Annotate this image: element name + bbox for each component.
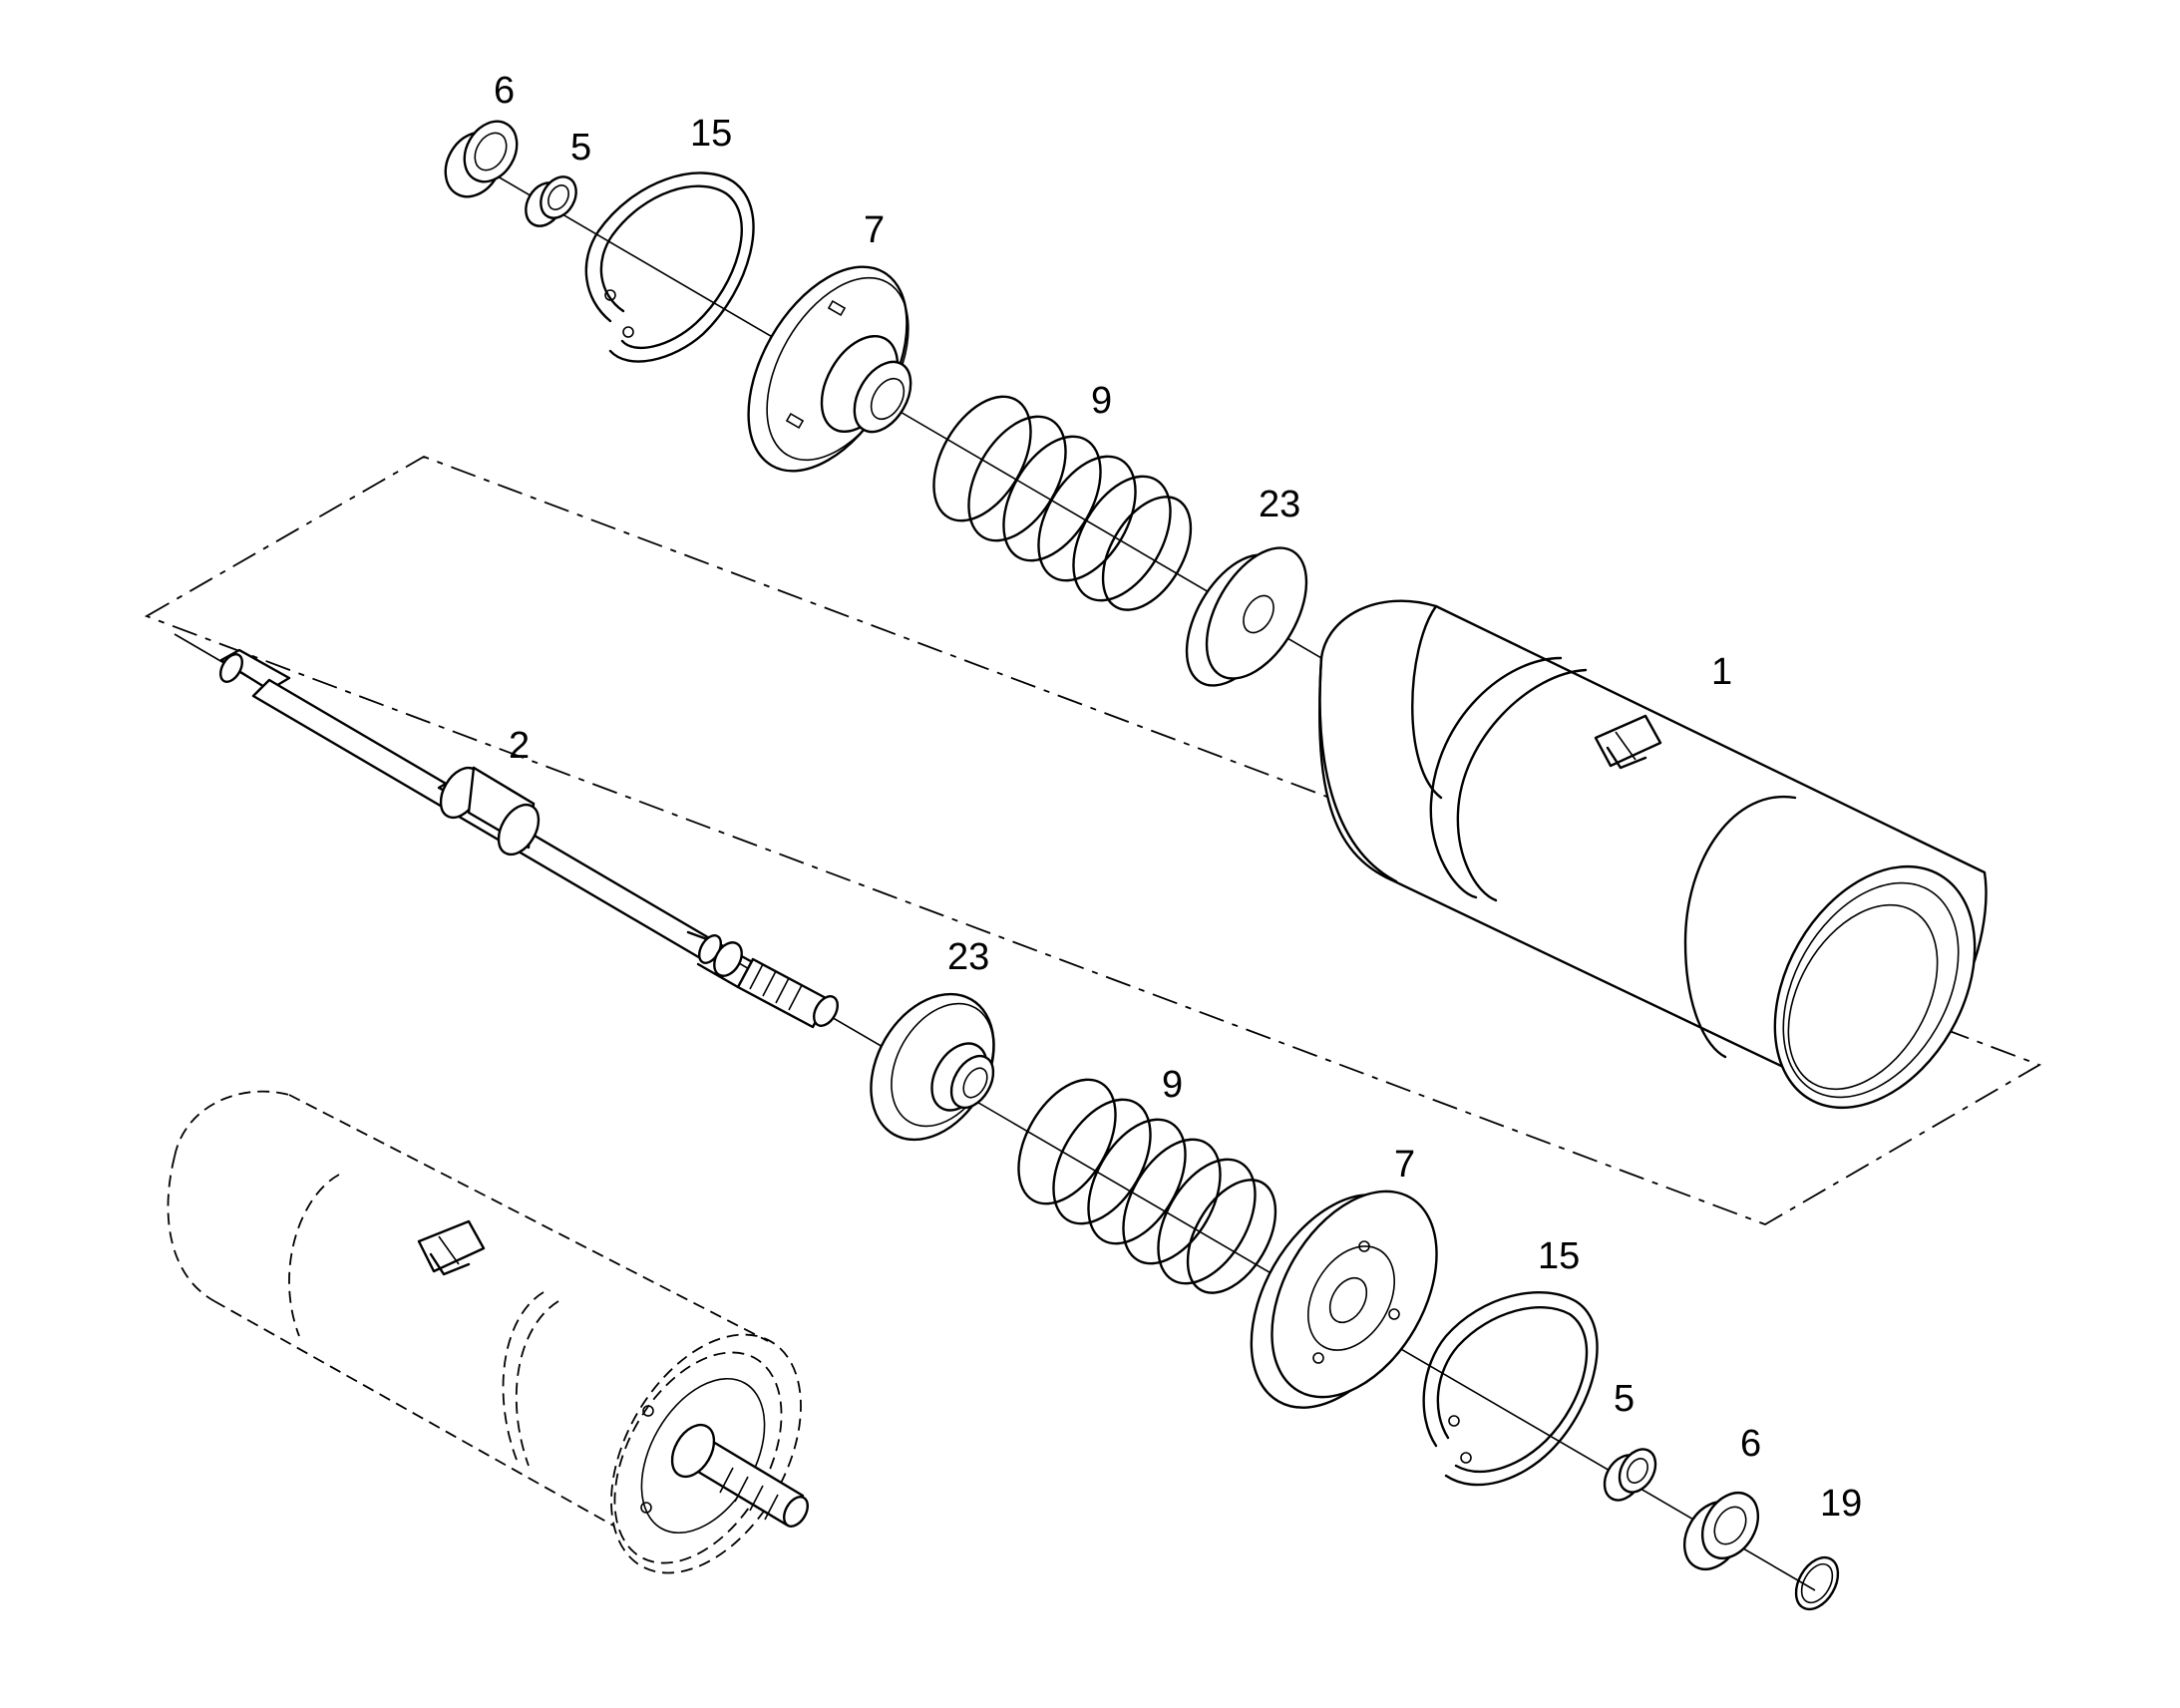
- label-part-19: 19: [1820, 1483, 1862, 1525]
- label-part-7-top: 7: [864, 209, 885, 251]
- part-6-top-bearing: [444, 120, 519, 198]
- part-23-bottom-washer: [870, 992, 995, 1142]
- logo-mark-bottom: [417, 1219, 486, 1276]
- label-part-7-bottom: 7: [1394, 1144, 1415, 1186]
- logo-mark-top: [1594, 714, 1662, 770]
- label-part-9-top: 9: [1091, 380, 1112, 422]
- assembled-unit-view: [167, 1090, 809, 1574]
- part-23-top-washer: [1185, 546, 1308, 687]
- part-5-top-bushing: [525, 175, 577, 227]
- label-part-23-bottom: 23: [947, 936, 989, 978]
- label-part-6-top: 6: [494, 70, 515, 112]
- part-7-bottom-flange: [1250, 1190, 1438, 1409]
- label-part-6-bottom: 6: [1740, 1423, 1761, 1465]
- label-part-9-bottom: 9: [1162, 1064, 1183, 1106]
- label-part-2: 2: [509, 725, 530, 767]
- part-15-bottom-circlip: [1422, 1290, 1599, 1487]
- label-part-15-top: 15: [690, 113, 732, 155]
- part-9-top-spring: [932, 395, 1193, 611]
- part-9-bottom-spring: [1017, 1078, 1277, 1294]
- label-part-5-top: 5: [570, 127, 591, 169]
- assembly-outline: [144, 456, 2042, 1225]
- part-19-o-ring: [1794, 1555, 1840, 1611]
- part-7-top-spring-cup: [747, 265, 912, 473]
- part-15-top-circlip: [584, 171, 755, 363]
- part-1-cylinder: [1318, 599, 1988, 1110]
- part-2-shaft: [218, 648, 839, 1029]
- label-part-23-top: 23: [1259, 484, 1300, 525]
- part-5-bottom-bushing: [1603, 1448, 1657, 1502]
- label-part-15-bottom: 15: [1538, 1235, 1580, 1277]
- part-6-bottom-bearing: [1682, 1492, 1760, 1570]
- label-part-1: 1: [1711, 651, 1732, 693]
- label-part-5-bottom: 5: [1614, 1378, 1635, 1420]
